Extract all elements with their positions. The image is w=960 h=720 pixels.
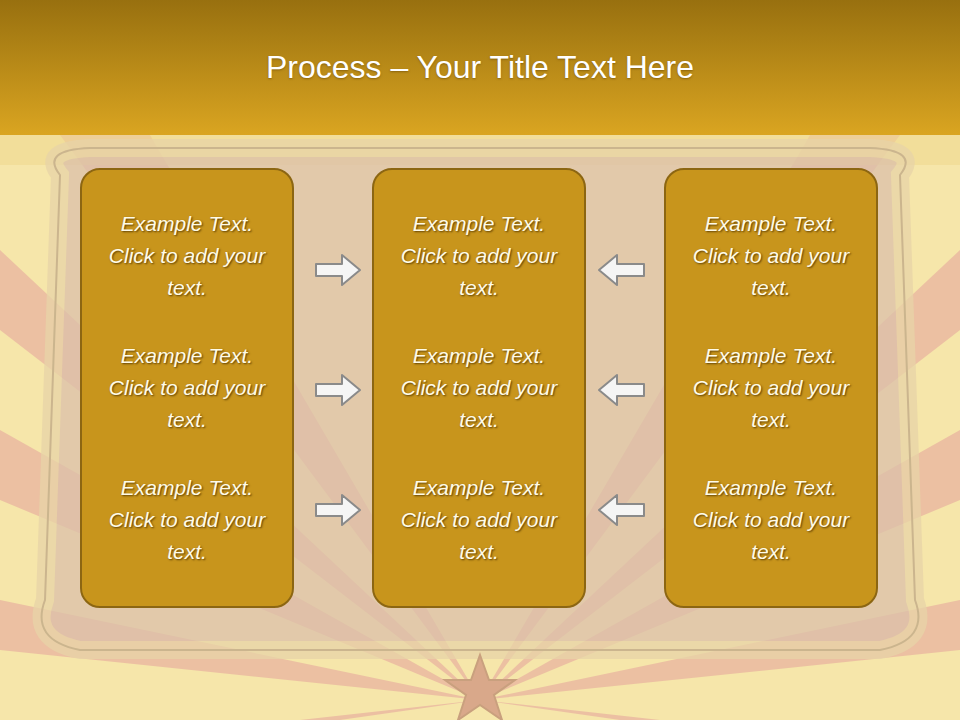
block-arrow — [599, 375, 644, 405]
box-text: Example Text. Click to add your text. — [107, 208, 267, 304]
process-box: Example Text. Click to add your text. Exa… — [664, 168, 878, 608]
block-arrow — [316, 495, 360, 525]
box-text: Example Text. Click to add your text. — [399, 208, 559, 304]
block-arrow — [599, 255, 644, 285]
process-box: Example Text. Click to add your text. Exa… — [372, 168, 586, 608]
process-box: Example Text. Click to add your text. Exa… — [80, 168, 294, 608]
box-text: Example Text. Click to add your text. — [691, 340, 851, 436]
box-text: Example Text. Click to add your text. — [107, 340, 267, 436]
slide-title: Process – Your Title Text Here — [0, 0, 960, 135]
title-text: Process – Your Title Text Here — [266, 49, 694, 86]
box-text: Example Text. Click to add your text. — [399, 472, 559, 568]
block-arrow — [599, 495, 644, 525]
block-arrow — [316, 255, 360, 285]
box-text: Example Text. Click to add your text. — [691, 208, 851, 304]
block-arrow — [316, 375, 360, 405]
box-text: Example Text. Click to add your text. — [691, 472, 851, 568]
box-text: Example Text. Click to add your text. — [399, 340, 559, 436]
box-text: Example Text. Click to add your text. — [107, 472, 267, 568]
